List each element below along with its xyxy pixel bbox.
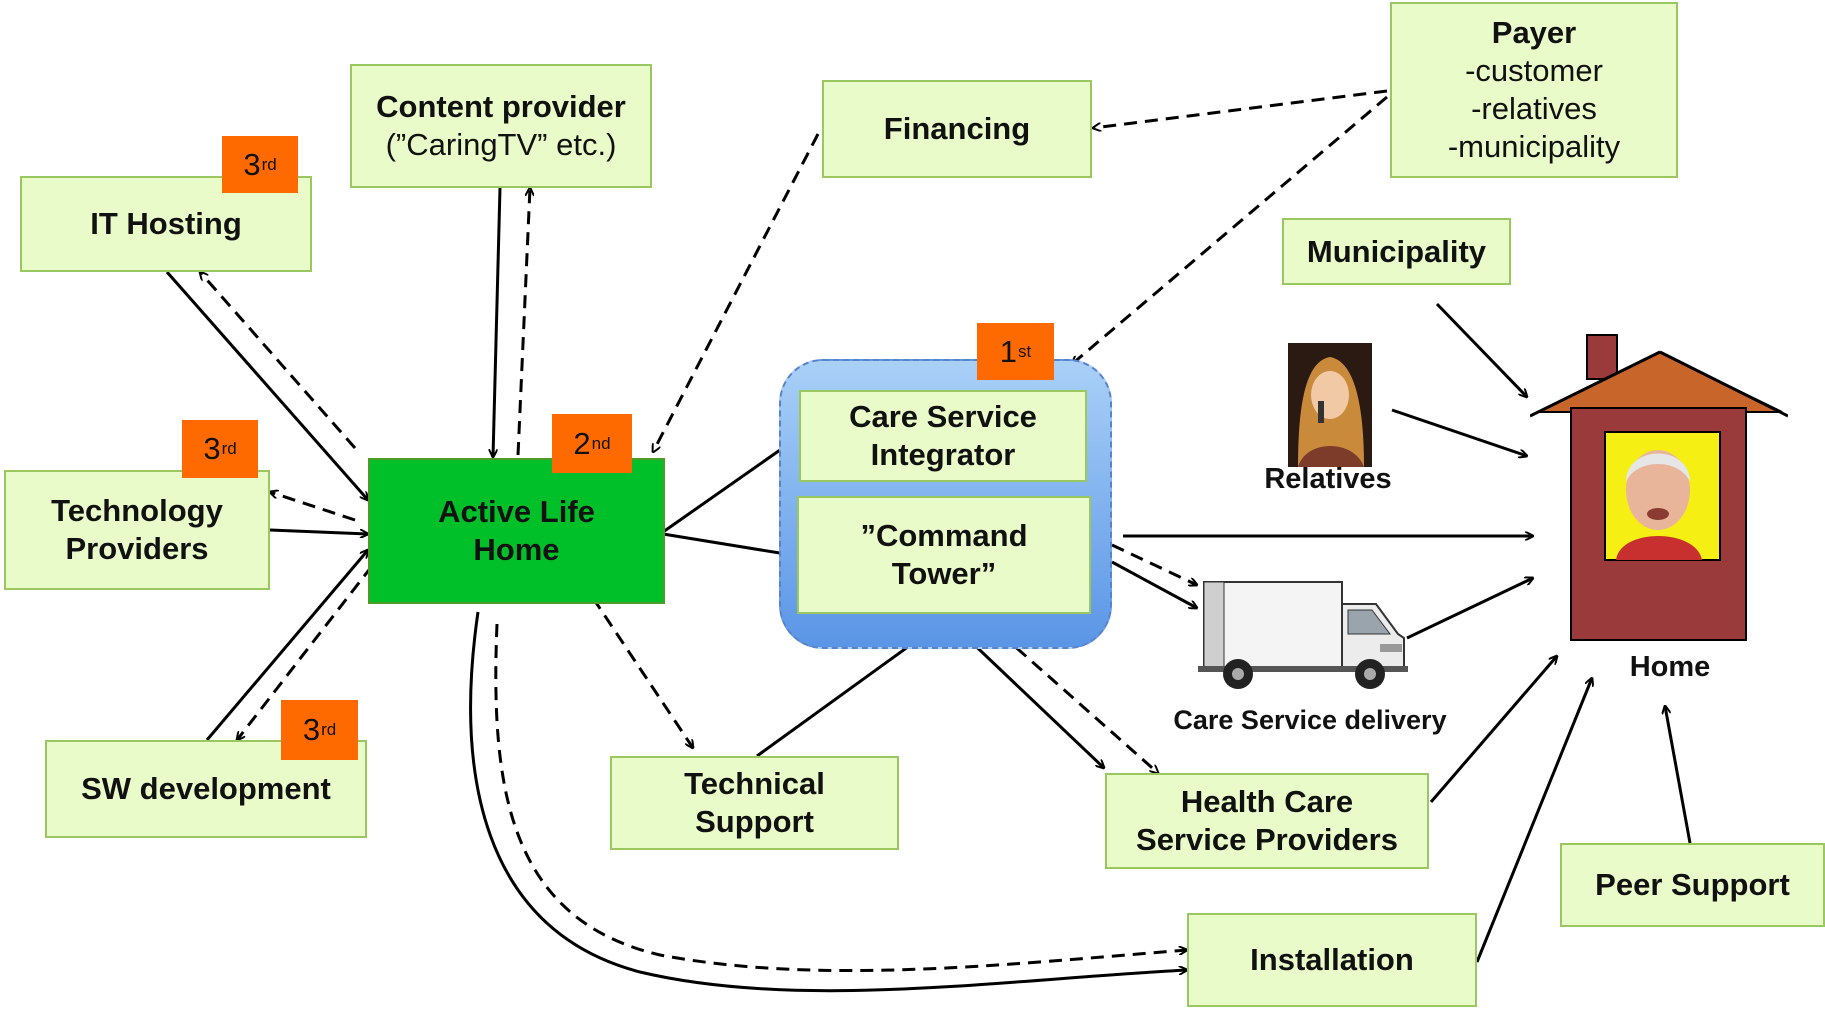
relatives-photo bbox=[1288, 343, 1372, 467]
health-care-providers-box: Health Care Service Providers bbox=[1105, 773, 1429, 869]
dashed-alh-to-techsupport bbox=[591, 597, 693, 748]
integrator-line1: Care Service bbox=[849, 399, 1037, 435]
arrow-installation-to-home bbox=[1475, 678, 1592, 963]
badge-third-tech-sup: rd bbox=[221, 439, 237, 458]
badge-third-sw-num: 3 bbox=[302, 712, 321, 747]
command-tower-line1: ”Command bbox=[860, 518, 1028, 554]
municipality-box: Municipality bbox=[1282, 218, 1511, 285]
installation-box: Installation bbox=[1187, 913, 1477, 1007]
active-life-home-line2: Home bbox=[473, 532, 560, 567]
content-provider-subtitle: (”CaringTV” etc.) bbox=[385, 127, 617, 162]
arrow-peer-to-home bbox=[1665, 706, 1692, 844]
dashed-alh-to-it bbox=[200, 272, 357, 449]
dashed-alh-to-installation bbox=[494, 623, 1187, 973]
peer-support-box: Peer Support bbox=[1560, 843, 1825, 927]
health-care-line1: Health Care bbox=[1180, 784, 1354, 820]
dashed-payer-to-financing bbox=[1093, 89, 1388, 128]
arrow-healthcare-to-home bbox=[1429, 656, 1557, 803]
dashed-alh-to-content bbox=[516, 188, 530, 456]
badge-third-it-sup: rd bbox=[261, 154, 277, 174]
payer-title: Payer bbox=[1491, 15, 1577, 51]
badge-second-num: 2 bbox=[573, 425, 591, 461]
arrow-sw-to-alh bbox=[205, 550, 368, 741]
badge-third-sw-sup: rd bbox=[321, 720, 337, 739]
payer-line-municipality: -municipality bbox=[1447, 128, 1621, 164]
home-label: Home bbox=[1629, 651, 1711, 683]
sw-development-label: SW development bbox=[81, 771, 331, 807]
care-service-delivery-label: Care Service delivery bbox=[1173, 705, 1447, 735]
dashed-alh-to-sw bbox=[237, 565, 374, 740]
badge-second-sup: nd bbox=[591, 433, 611, 453]
active-life-home-box: Active Life Home bbox=[368, 458, 665, 604]
health-care-line2: Service Providers bbox=[1136, 822, 1398, 857]
it-hosting-label: IT Hosting bbox=[90, 206, 242, 242]
arrow-alh-to-integrator bbox=[662, 436, 800, 534]
peer-support-label: Peer Support bbox=[1595, 867, 1790, 903]
payer-line-customer: -customer bbox=[1465, 53, 1603, 89]
sw-development-box: SW development bbox=[45, 740, 367, 838]
technology-providers-box: Technology Providers bbox=[4, 470, 270, 590]
dashed-tower-to-healthcare bbox=[984, 618, 1158, 773]
municipality-label: Municipality bbox=[1306, 233, 1487, 269]
arrow-it-to-alh bbox=[165, 271, 368, 500]
financing-label: Financing bbox=[883, 111, 1031, 147]
care-service-integrator-box: Care Service Integrator bbox=[799, 390, 1087, 482]
active-life-home-line1: Active Life bbox=[438, 494, 595, 530]
command-tower-box: ”Command Tower” bbox=[797, 496, 1091, 614]
badge-third-it-num: 3 bbox=[243, 146, 261, 182]
truck-icon bbox=[1198, 581, 1408, 689]
dashed-financing-to-alh bbox=[653, 133, 820, 452]
technology-providers-line1: Technology bbox=[51, 493, 223, 529]
integrator-line2: Integrator bbox=[870, 437, 1016, 472]
payer-box: Payer -customer -relatives -municipality bbox=[1390, 2, 1678, 178]
dashed-tower-to-delivery bbox=[1111, 543, 1197, 585]
badge-third-tech-num: 3 bbox=[203, 431, 221, 466]
command-tower-line2: Tower” bbox=[891, 556, 997, 591]
badge-first-sup: st bbox=[1018, 341, 1032, 361]
content-provider-title: Content provider bbox=[376, 89, 626, 125]
relatives-label: Relatives bbox=[1264, 463, 1392, 495]
arrow-alh-to-tower bbox=[662, 532, 798, 556]
arrow-delivery-to-home bbox=[1406, 578, 1533, 640]
payer-line-relatives: -relatives bbox=[1471, 91, 1597, 126]
arrow-tech-to-alh bbox=[269, 528, 368, 534]
arrow-alh-to-installation bbox=[469, 611, 1187, 993]
technical-support-box: Technical Support bbox=[610, 756, 899, 850]
technical-support-line1: Technical bbox=[684, 766, 825, 802]
arrow-relatives-to-home bbox=[1391, 408, 1527, 456]
dashed-alh-to-tech bbox=[270, 492, 356, 522]
arrow-municipality-to-home bbox=[1435, 302, 1527, 397]
financing-box: Financing bbox=[822, 80, 1092, 178]
technical-support-line2: Support bbox=[695, 804, 814, 839]
badge-first-num: 1 bbox=[999, 333, 1017, 369]
technology-providers-line2: Providers bbox=[65, 531, 209, 566]
home-house-icon bbox=[1530, 334, 1788, 641]
arrow-content-to-alh bbox=[493, 187, 502, 457]
dashed-payer-to-integrator bbox=[1072, 95, 1388, 364]
content-provider-box: Content provider (”CaringTV” etc.) bbox=[350, 64, 652, 188]
arrow-tower-to-delivery bbox=[1111, 560, 1197, 608]
installation-label: Installation bbox=[1250, 942, 1414, 978]
